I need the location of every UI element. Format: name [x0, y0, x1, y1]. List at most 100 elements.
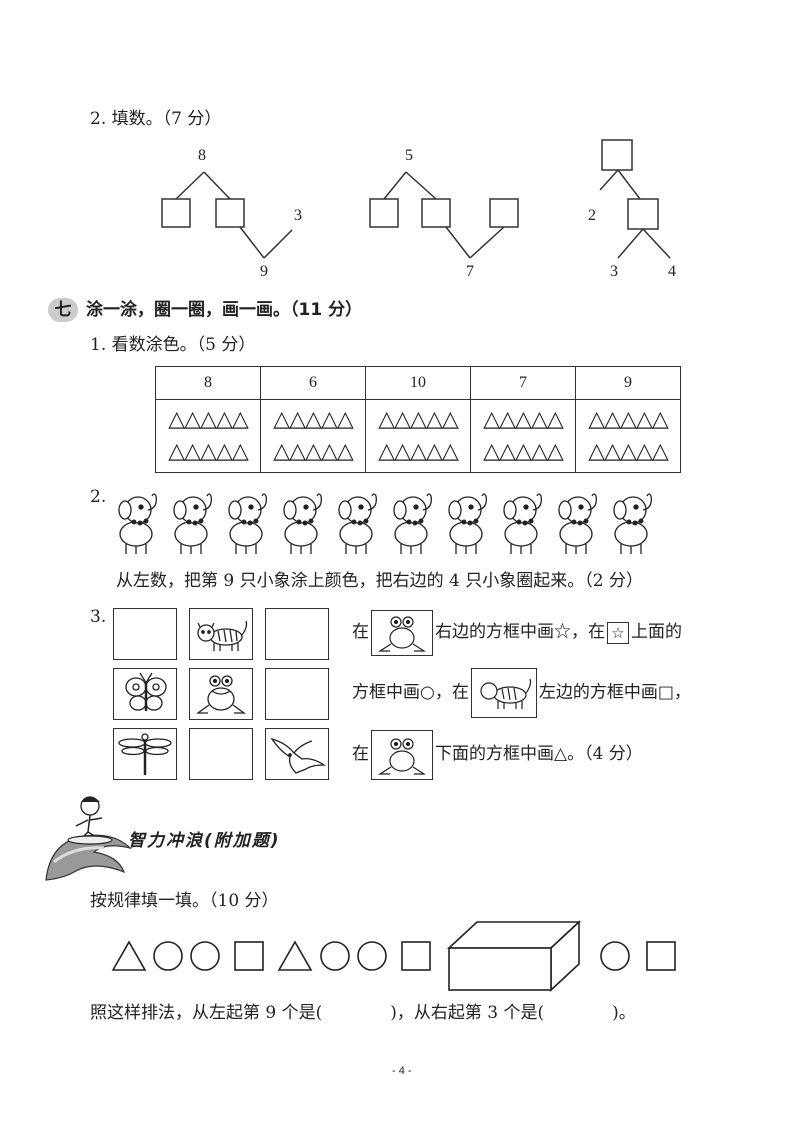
- q7-3-line1-a: 在: [352, 622, 369, 642]
- star-box: ☆: [607, 621, 629, 644]
- grid-cell-butterfly[interactable]: [113, 668, 177, 720]
- q7-3-line3-b: 下面的方框中画△。（4 分）: [435, 744, 643, 764]
- tree1-bottom: 9: [260, 263, 268, 280]
- circle-shape: [600, 941, 630, 971]
- tree3-leaf1: 3: [610, 263, 618, 280]
- table-header-cell: 6: [260, 366, 366, 400]
- answer-box[interactable]: [627, 198, 659, 230]
- shape-sequence: [111, 920, 676, 992]
- bonus-question: 照这样排法，从左起第 9 个是( )，从右起第 3 个是( )。: [90, 1003, 636, 1023]
- tiger-picture-box: [470, 668, 537, 718]
- elephant-icon[interactable]: [173, 493, 212, 554]
- circle-shape: [320, 941, 350, 971]
- answer-box[interactable]: [369, 198, 399, 228]
- tree2-bottom: 7: [466, 263, 474, 280]
- number-trees: 8 3 9 5 7 2 3 4: [161, 139, 676, 280]
- square-shape: [234, 941, 264, 971]
- bonus-instruction: 按规律填一填。（10 分）: [90, 891, 279, 911]
- circle-shape: [357, 941, 387, 971]
- triangle-row[interactable]: △△△△△: [273, 439, 354, 464]
- q7-3-number: 3.: [90, 607, 107, 627]
- triangle-cell[interactable]: △△△△△ △△△△△: [260, 399, 366, 473]
- color-table: 8 6 10 7 9 △△△△△△△△△△ △△△△△△△△△△ △△△△△△△…: [155, 366, 681, 473]
- table-header-cell: 10: [365, 366, 471, 400]
- box-3d-shape: [446, 920, 582, 992]
- q7-3-line2-b: 左边的方框中画□，: [538, 682, 691, 703]
- elephant-icon[interactable]: [503, 493, 542, 554]
- tiger-icon: [480, 678, 531, 709]
- triangle-row[interactable]: △△△△△: [588, 439, 669, 464]
- grid-cell-empty[interactable]: [265, 668, 329, 720]
- triangle-cell[interactable]: △△△△△ △△△△△: [470, 399, 576, 473]
- triangle-cell[interactable]: △△△△△ △△△△△: [575, 399, 681, 473]
- section7-title: 涂一涂，圈一圈，画一画。（11 分）: [86, 300, 363, 320]
- triangle-row[interactable]: △△△△△: [483, 407, 564, 432]
- frog-picture-box: [371, 729, 433, 780]
- surfing-boy-illustration: [45, 796, 132, 881]
- frog-icon: [377, 737, 427, 775]
- q7-1-title: 1. 看数涂色。（5 分）: [90, 335, 256, 355]
- q7-3-line1: 在 右边的方框中画☆，在☆上面的: [352, 608, 682, 656]
- elephant-icon[interactable]: [338, 493, 377, 554]
- elephant-icon[interactable]: [558, 493, 597, 554]
- butterfly-icon: [125, 672, 167, 711]
- elephant-icon[interactable]: [613, 493, 652, 554]
- frog-icon: [377, 615, 427, 652]
- grid-cell-eagle[interactable]: [265, 728, 329, 780]
- q7-3-line2-a: 方框中画○，在: [352, 682, 469, 703]
- bonus-heading: 智力冲浪(附加题): [128, 831, 281, 851]
- tree3-leaf2: 4: [668, 263, 676, 280]
- triangle-row[interactable]: △△△△△: [168, 407, 249, 432]
- grid-cell-empty[interactable]: [265, 608, 329, 660]
- triangle-row[interactable]: △△△△△: [588, 407, 669, 432]
- grid-cell-dragonfly[interactable]: [113, 728, 177, 780]
- elephant-row: [118, 493, 652, 554]
- q7-3-line3: 在 下面的方框中画△。（4 分）: [352, 728, 643, 780]
- triangle-shape: [277, 940, 313, 971]
- grid-cell-tiger[interactable]: [189, 608, 253, 660]
- triangle-cell[interactable]: △△△△△ △△△△△: [365, 399, 471, 473]
- tree3-left: 2: [588, 207, 596, 224]
- triangle-cell[interactable]: △△△△△ △△△△△: [155, 399, 261, 473]
- answer-box[interactable]: [215, 198, 245, 228]
- q7-2-number: 2.: [90, 487, 107, 507]
- table-header-cell: 9: [575, 366, 681, 400]
- elephant-icon[interactable]: [393, 493, 432, 554]
- triangle-row[interactable]: △△△△△: [378, 407, 459, 432]
- tree2-top: 5: [405, 147, 413, 164]
- page-number: - 4 -: [392, 1065, 412, 1077]
- square-shape: [401, 941, 431, 971]
- q7-3-line3-a: 在: [352, 744, 369, 764]
- elephant-icon[interactable]: [228, 493, 267, 554]
- frog-picture-box: [371, 609, 433, 656]
- frog-icon: [196, 675, 246, 714]
- q7-3-line2: 方框中画○，在 左边的方框中画□，: [352, 668, 691, 718]
- answer-box[interactable]: [161, 198, 191, 228]
- q2-title: 2. 填数。（7 分）: [90, 109, 222, 129]
- circle-shape: [190, 941, 220, 971]
- tree1-top: 8: [198, 147, 206, 164]
- table-header-cell: 7: [470, 366, 576, 400]
- circle-shape: [153, 941, 183, 971]
- tree1-leaf: 3: [294, 207, 302, 224]
- tiger-icon: [197, 620, 248, 651]
- grid-cell-empty[interactable]: [189, 728, 253, 780]
- grid-cell-frog[interactable]: [189, 668, 253, 720]
- answer-box[interactable]: [601, 139, 633, 171]
- table-header-cell: 8: [155, 366, 261, 400]
- triangle-row[interactable]: △△△△△: [378, 439, 459, 464]
- q7-3-line1-c: 上面的: [631, 622, 682, 642]
- elephant-icon[interactable]: [118, 493, 157, 554]
- triangle-row[interactable]: △△△△△: [483, 439, 564, 464]
- answer-box[interactable]: [421, 198, 451, 228]
- q7-3-line1-b: 右边的方框中画☆，在: [435, 622, 605, 642]
- triangle-row[interactable]: △△△△△: [273, 407, 354, 432]
- q7-2-instruction: 从左数，把第 9 只小象涂上颜色，把右边的 4 只小象圈起来。（2 分）: [116, 571, 643, 591]
- grid-cell-empty[interactable]: [113, 608, 177, 660]
- dragonfly-icon: [118, 733, 172, 775]
- elephant-icon[interactable]: [283, 493, 322, 554]
- square-shape: [646, 941, 676, 971]
- triangle-row[interactable]: △△△△△: [168, 439, 249, 464]
- elephant-icon[interactable]: [448, 493, 487, 554]
- answer-box[interactable]: [489, 198, 519, 228]
